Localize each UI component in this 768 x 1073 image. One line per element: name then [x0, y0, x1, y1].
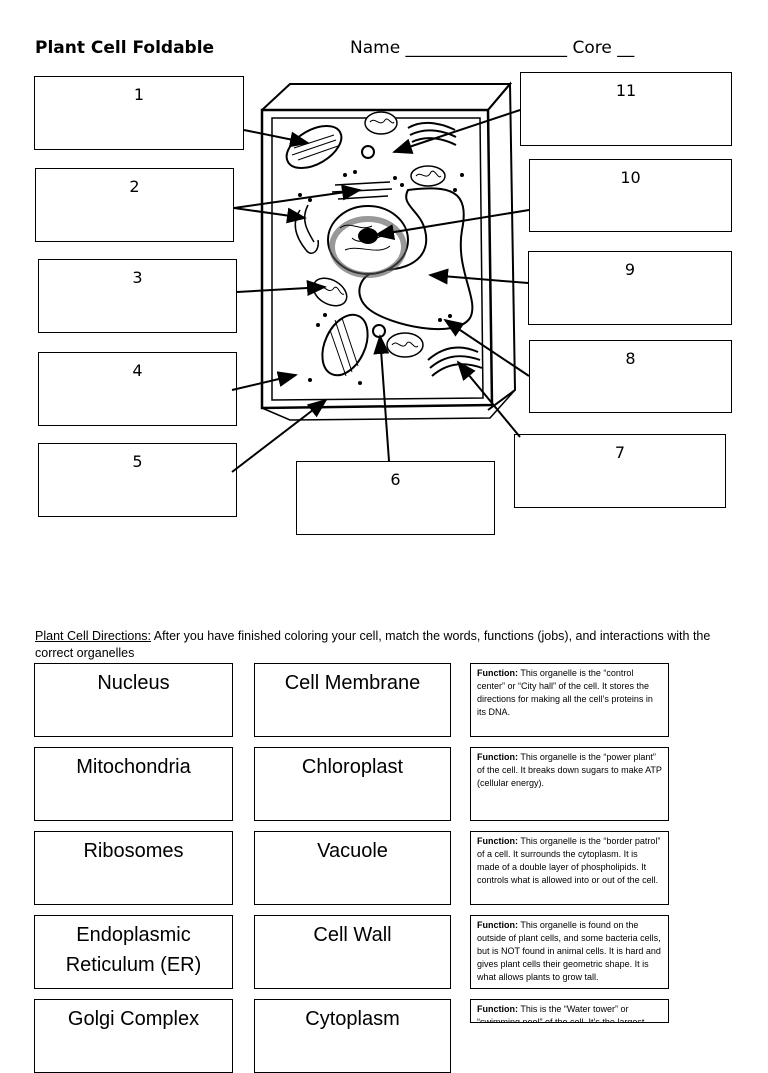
function-label: Function:	[477, 1004, 518, 1014]
function-label: Function:	[477, 752, 518, 762]
vesicle	[361, 145, 375, 159]
word-card-cell-wall[interactable]: Cell Wall	[254, 915, 451, 989]
word-card-chloroplast[interactable]: Chloroplast	[254, 747, 451, 821]
cell-wall-top-edge	[261, 83, 513, 111]
word-card-ribosomes[interactable]: Ribosomes	[34, 831, 233, 905]
function-text: This organelle is found on the outside o…	[477, 920, 661, 982]
function-card-3[interactable]: Function: This organelle is the “border …	[470, 831, 669, 905]
label-box-8[interactable]: 8	[529, 340, 732, 413]
function-card-1[interactable]: Function: This organelle is the “control…	[470, 663, 669, 737]
label-box-11[interactable]: 11	[520, 72, 732, 146]
label-box-7[interactable]: 7	[514, 434, 726, 508]
directions-body: After you have finished coloring your ce…	[35, 629, 711, 660]
label-number: 3	[132, 268, 143, 287]
label-box-3[interactable]: 3	[38, 259, 237, 333]
function-text: This organelle is the “control center” o…	[477, 668, 653, 717]
word-card-mitochondria[interactable]: Mitochondria	[34, 747, 233, 821]
function-card-4[interactable]: Function: This organelle is found on the…	[470, 915, 669, 989]
page-title: Plant Cell Foldable	[35, 38, 215, 58]
word-card-golgi[interactable]: Golgi Complex	[34, 999, 233, 1073]
label-number: 5	[132, 452, 143, 471]
label-box-4[interactable]: 4	[38, 352, 237, 426]
function-label: Function:	[477, 668, 518, 678]
label-number: 6	[390, 470, 401, 489]
label-number: 1	[133, 85, 145, 104]
function-label: Function:	[477, 836, 518, 846]
label-number: 8	[625, 349, 636, 368]
function-text: This organelle is the “border patrol” of…	[477, 836, 661, 885]
word-card-cytoplasm[interactable]: Cytoplasm	[254, 999, 451, 1073]
plant-cell-diagram	[231, 81, 530, 473]
function-card-5[interactable]: Function: This is the “Water tower” or “…	[470, 999, 669, 1023]
name-core-line: Name ___________________ Core __	[350, 38, 635, 58]
directions-text: Plant Cell Directions: After you have fi…	[35, 628, 735, 662]
label-number: 7	[614, 443, 626, 462]
label-number: 10	[620, 168, 641, 187]
label-box-10[interactable]: 10	[529, 159, 732, 232]
label-number: 2	[129, 177, 140, 196]
label-box-9[interactable]: 9	[528, 251, 732, 325]
word-card-vacuole[interactable]: Vacuole	[254, 831, 451, 905]
function-label: Function:	[477, 920, 518, 930]
label-number: 11	[615, 81, 637, 100]
label-box-1[interactable]: 1	[34, 76, 244, 150]
word-card-er[interactable]: Endoplasmic Reticulum (ER)	[34, 915, 233, 989]
cell-membrane	[271, 117, 484, 401]
directions-lead: Plant Cell Directions:	[35, 629, 152, 643]
cell-wall-side-edge	[487, 81, 517, 411]
pointer-arrows	[231, 109, 530, 473]
vesicle	[372, 324, 386, 338]
label-number: 4	[132, 361, 143, 380]
label-box-6[interactable]: 6	[296, 461, 495, 535]
vacuole	[358, 187, 474, 331]
label-box-2[interactable]: 2	[35, 168, 234, 242]
word-card-cell-membrane[interactable]: Cell Membrane	[254, 663, 451, 737]
function-text: This organelle is the “power plant” of t…	[477, 752, 662, 788]
nucleolus	[358, 228, 378, 244]
word-card-nucleus[interactable]: Nucleus	[34, 663, 233, 737]
function-card-2[interactable]: Function: This organelle is the “power p…	[470, 747, 669, 821]
label-number: 9	[624, 260, 636, 279]
label-box-5[interactable]: 5	[38, 443, 237, 517]
function-text: This is the “Water tower” or “swimming p…	[477, 1004, 645, 1023]
